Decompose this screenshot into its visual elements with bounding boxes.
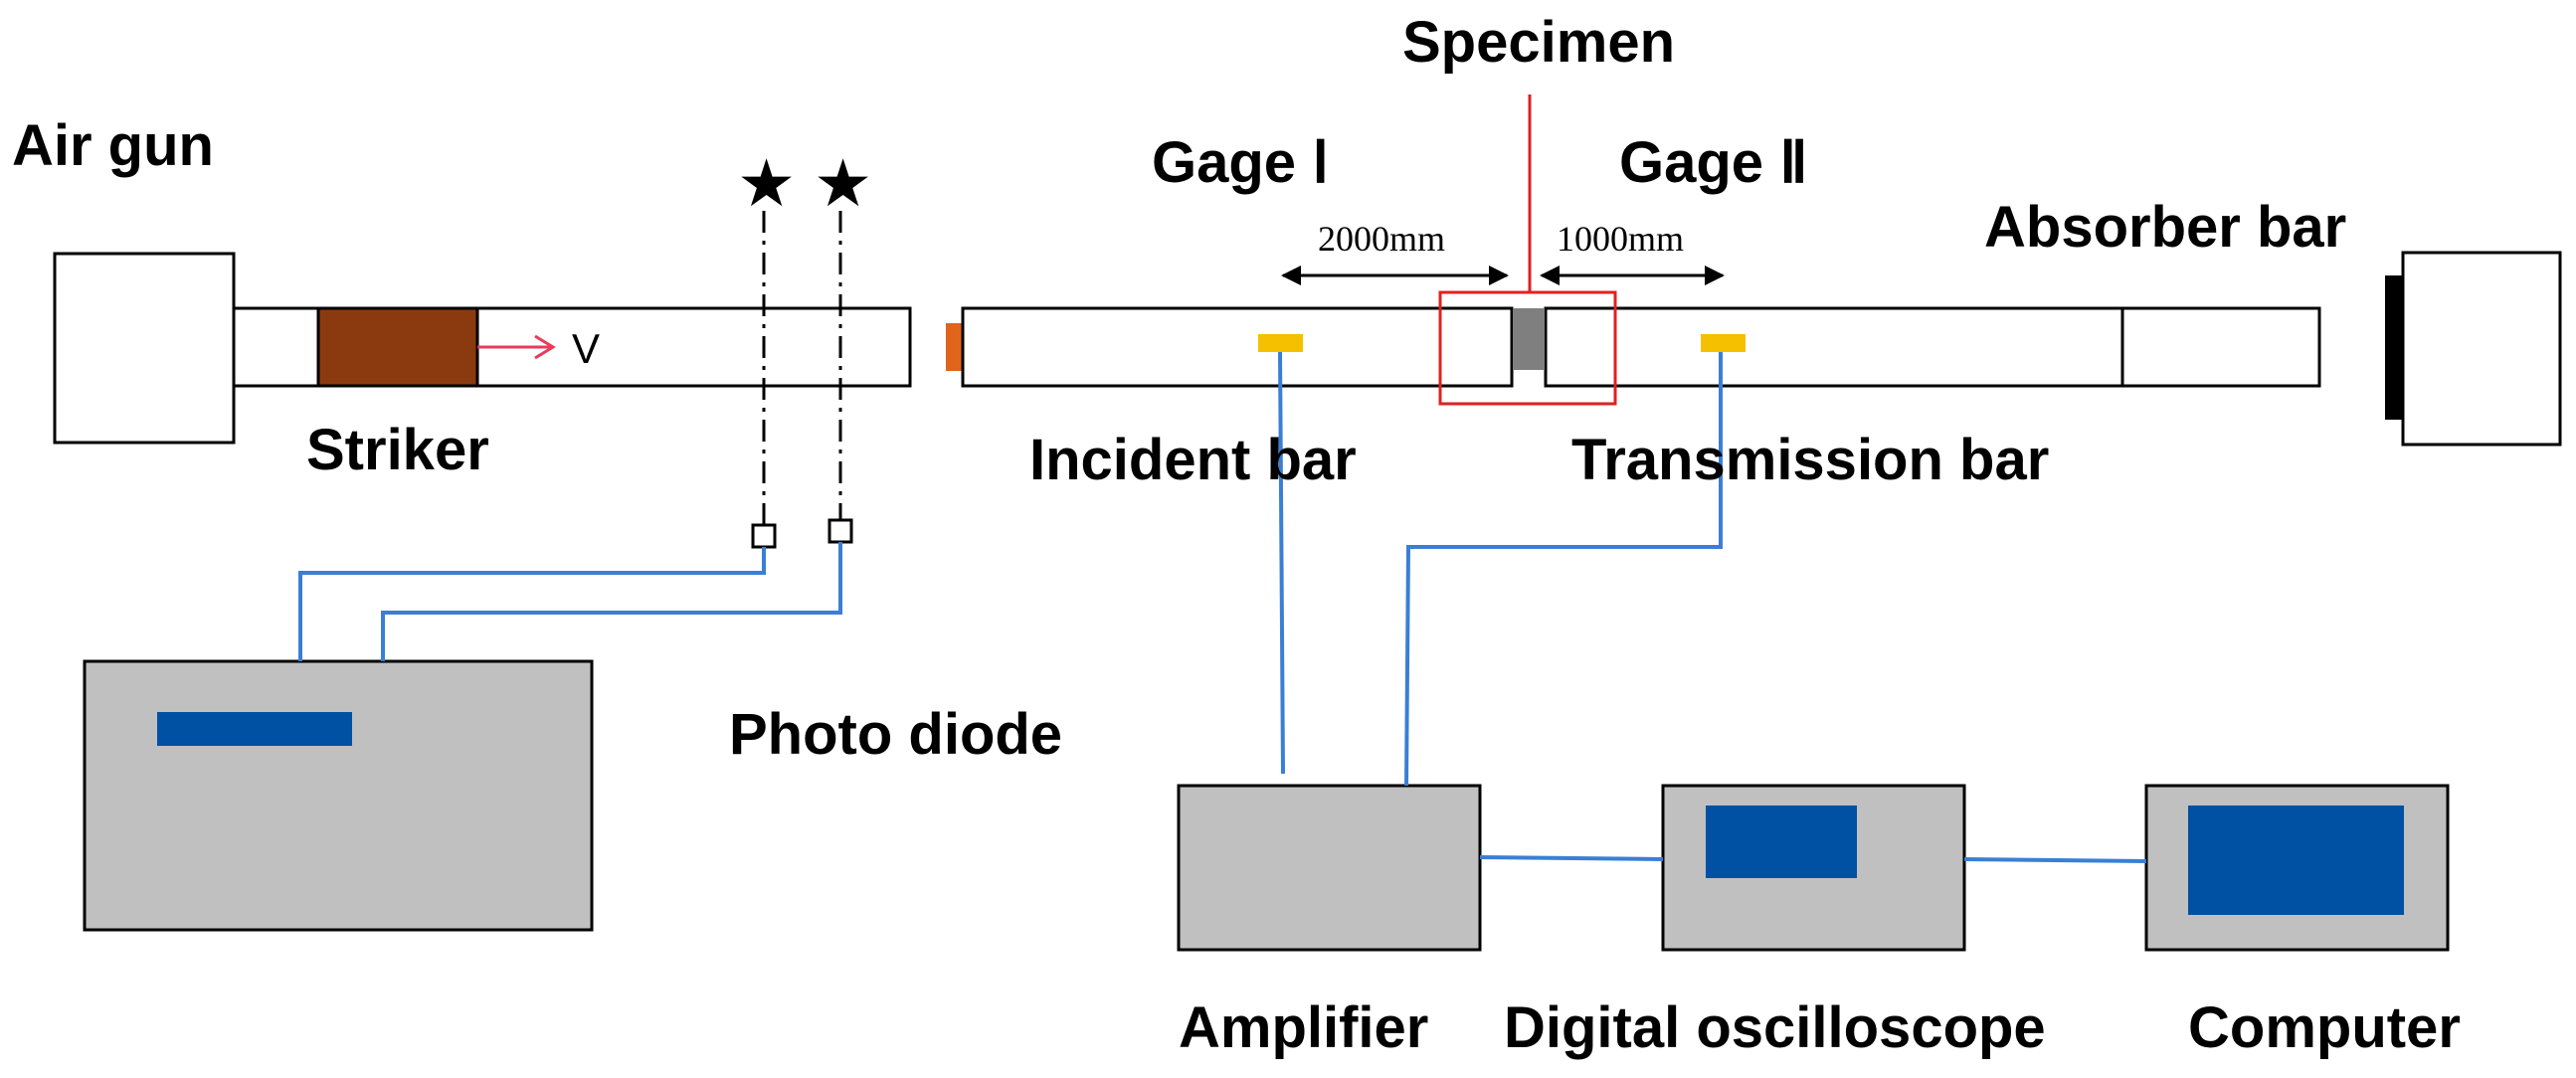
photo-diode-sensor-2 — [828, 518, 853, 544]
striker-label: Striker — [306, 418, 489, 482]
dim-2000-head-right — [1489, 266, 1509, 285]
incident-bar-label: Incident bar — [1029, 428, 1357, 492]
dim-2000-head-left — [1281, 266, 1301, 285]
dim-1000-head-right — [1705, 266, 1725, 285]
photo-diode-label: Photo diode — [729, 702, 1063, 767]
velocity-arrow-head — [534, 334, 556, 360]
transmission-bar-label: Transmission bar — [1571, 428, 2050, 492]
photo-diode-star-2: ★ — [814, 145, 873, 222]
amp-to-scope-wire — [1479, 855, 1664, 861]
photo-diode-wire-1 — [298, 547, 766, 661]
velocity-meter — [83, 659, 594, 932]
amplifier-box — [1177, 784, 1482, 952]
computer-screen — [2188, 806, 2404, 915]
photo-diode-sensor-1 — [751, 523, 777, 549]
computer-label: Computer — [2188, 995, 2461, 1060]
specimen-frame — [1438, 290, 1617, 406]
dim-1000-label: 1000mm — [1557, 219, 1685, 259]
gage-1-strain — [1258, 334, 1303, 352]
oscilloscope-screen — [1706, 806, 1857, 878]
dim-2000-label: 2000mm — [1318, 219, 1446, 259]
velocity-label: V — [572, 325, 601, 372]
damper-plate — [2385, 275, 2403, 420]
specimen — [1514, 308, 1544, 370]
gage-2-label: Gage Ⅱ — [1619, 130, 1808, 195]
amplifier-label: Amplifier — [1179, 995, 1429, 1060]
absorber-bar — [2120, 306, 2321, 388]
digital-oscilloscope-label: Digital oscilloscope — [1504, 995, 2046, 1060]
gage-2-strain — [1701, 334, 1746, 352]
photo-diode-star-1: ★ — [737, 145, 797, 222]
scope-to-computer-wire — [1963, 857, 2147, 863]
absorber-bar-label: Absorber bar — [1984, 195, 2347, 260]
gage-1-wire — [1278, 351, 1285, 775]
air-gun-body — [53, 252, 236, 445]
damper-body — [2401, 251, 2562, 447]
striker-block — [316, 306, 479, 388]
air-gun-label: Air gun — [12, 113, 214, 178]
dim-1000-head-left — [1540, 266, 1560, 285]
specimen-label: Specimen — [1402, 10, 1675, 75]
photo-diode-wire-2 — [381, 542, 842, 661]
gage-1-label: Gage Ⅰ — [1152, 130, 1330, 195]
transmission-bar — [1544, 306, 2124, 388]
velocity-meter-screen — [157, 712, 352, 746]
pulse-shaper — [946, 323, 963, 371]
gage-2-wire — [1404, 352, 1723, 787]
incident-bar — [961, 306, 1514, 388]
